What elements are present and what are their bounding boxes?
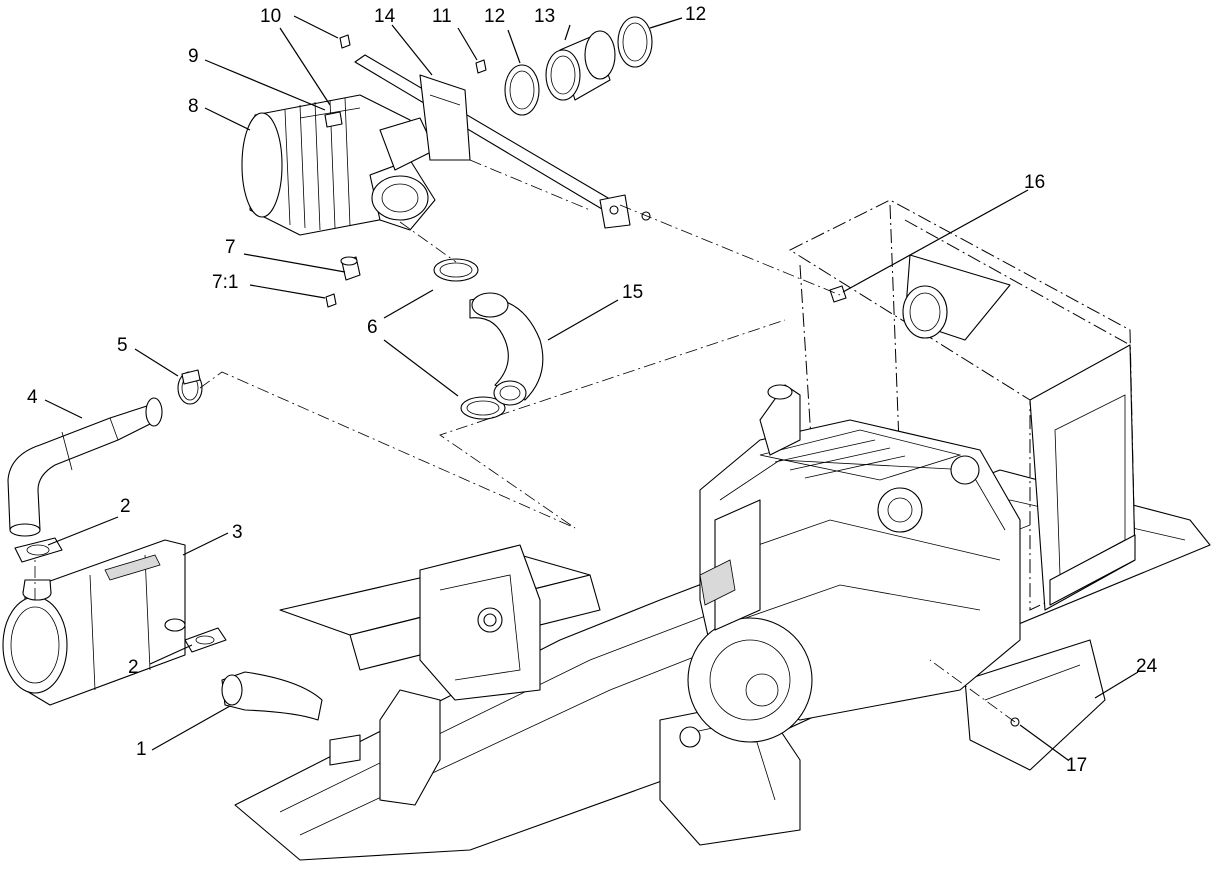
callout-4: 4 <box>27 387 38 408</box>
callout-9: 9 <box>188 46 199 67</box>
callout-7-1: 7:1 <box>212 272 238 293</box>
clamp-part-6 <box>433 258 506 420</box>
callout-5: 5 <box>117 335 128 356</box>
bolt-part-10 <box>339 34 351 49</box>
callout-13: 13 <box>534 6 555 27</box>
muffler-part-3 <box>2 539 186 706</box>
exhaust-pipe-part-1 <box>221 671 323 721</box>
callout-3: 3 <box>232 522 243 543</box>
air-cleaner-part-8 <box>241 94 436 236</box>
hose-part-13 <box>545 30 616 101</box>
callout-11: 11 <box>432 6 452 27</box>
leader-lines <box>44 15 1139 761</box>
bolt-part-16 <box>829 285 847 303</box>
callout-1: 1 <box>136 739 147 760</box>
callout-14: 14 <box>374 6 396 27</box>
callout-24: 24 <box>1136 656 1158 677</box>
callout-12-right: 12 <box>685 4 706 25</box>
clamp-part-12 <box>504 16 653 116</box>
callout-12-left: 12 <box>484 6 505 27</box>
callout-8: 8 <box>188 96 199 117</box>
callout-2-gasket-upper: 2 <box>120 496 131 517</box>
callout-6-upper: 6 <box>367 317 378 338</box>
callout-labels: 1 2 2 3 4 5 6 6 7 7:1 8 9 10 11 12 12 13… <box>27 4 1158 776</box>
callout-17: 17 <box>1066 755 1087 776</box>
clamp-part-5 <box>177 369 203 405</box>
bolt-part-11 <box>475 59 487 74</box>
callout-15: 15 <box>622 282 643 303</box>
tailpipe-part-4 <box>7 397 163 537</box>
callout-7: 7 <box>225 237 236 258</box>
mount-band-part-9 <box>299 107 361 128</box>
callout-2-gasket-lower: 2 <box>128 657 139 678</box>
adapter-part-7-1 <box>325 293 337 308</box>
assembly-guide-lines <box>34 159 1016 723</box>
intake-elbow-part-15 <box>469 292 544 406</box>
indicator-part-7 <box>340 256 361 281</box>
heat-shield-part-24 <box>964 639 1106 771</box>
callout-10: 10 <box>260 6 281 27</box>
bracket-part-14 <box>354 54 651 229</box>
callout-16: 16 <box>1024 172 1045 193</box>
engine-assembly <box>687 384 1021 743</box>
